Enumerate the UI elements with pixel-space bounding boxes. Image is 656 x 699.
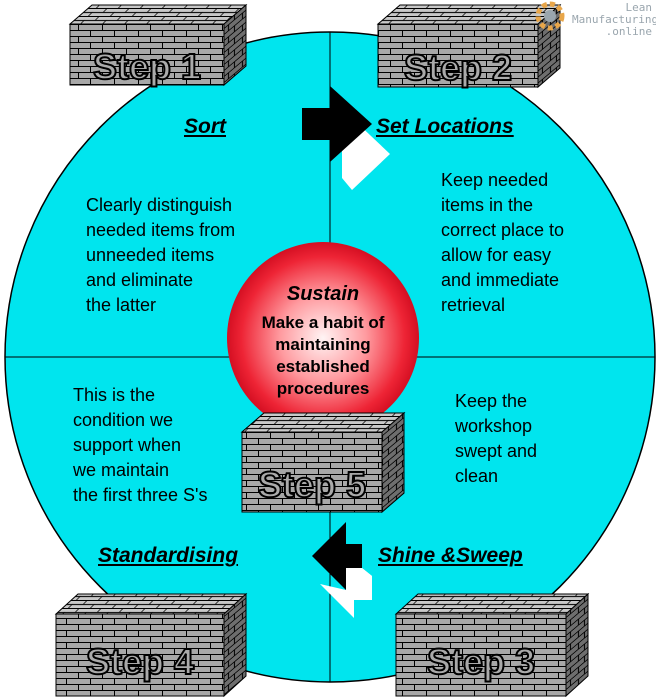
step-2-label: Step 2 (404, 47, 512, 88)
sort-line-2: needed items from (86, 220, 236, 240)
sustain-title: Sustain (286, 283, 360, 305)
set-locations-description: Keep needed items in the correct place t… (441, 168, 564, 318)
sustain-line-2: maintaining (275, 335, 371, 354)
standardising-line-4: we maintain (73, 460, 170, 480)
set-locations-line-5: and immediate (441, 270, 560, 290)
logo-text: Lean Manufacturing .online (572, 1, 656, 38)
sort-line-3: unneeded items (86, 245, 215, 265)
sort-line-5: the latter (86, 295, 157, 315)
step-1-block: Step 1 (68, 3, 248, 88)
standardising-description: This is the condition we support when we… (73, 383, 208, 508)
sustain-sphere (227, 242, 419, 434)
shine-sweep-line-4: clean (455, 466, 499, 486)
standardising-line-1: This is the (73, 385, 156, 405)
step-4-label: Step 4 (86, 641, 194, 682)
set-locations-line-4: allow for easy (441, 245, 552, 265)
shine-sweep-description: Keep the workshop swept and clean (455, 389, 537, 489)
sustain-line-1: Make a habit of (261, 313, 385, 332)
step-1-label: Step 1 (93, 46, 201, 87)
set-locations-heading: Set Locations (376, 115, 514, 138)
shine-sweep-line-3: swept and (455, 441, 538, 461)
sustain-line-3: established (276, 357, 370, 376)
sustain-block: Sustain Make a habit of maintaining esta… (238, 283, 408, 400)
set-locations-line-2: items in the (441, 195, 534, 215)
step-5-label: Step 5 (258, 464, 366, 505)
logo (528, 0, 656, 42)
sort-description: Clearly distinguish needed items from un… (86, 193, 235, 318)
sort-heading: Sort (184, 115, 226, 138)
shine-sweep-line-1: Keep the (455, 391, 528, 411)
standardising-line-3: support when (73, 435, 182, 455)
standardising-line-5: the first three S's (73, 485, 208, 505)
sustain-line-4: procedures (276, 379, 370, 398)
set-locations-line-6: retrieval (441, 295, 506, 315)
step-2-block: Step 2 (376, 3, 562, 89)
standardising-line-2: condition we (73, 410, 174, 430)
step-4-block: Step 4 (54, 592, 248, 698)
arrow-right-icon (302, 86, 390, 190)
sort-line-4: and eliminate (86, 270, 194, 290)
sort-line-1: Clearly distinguish (86, 195, 233, 215)
standardising-heading: Standardising (98, 544, 239, 567)
logo-line-3: .online (605, 25, 652, 38)
gear-icon (535, 1, 565, 31)
step-5-block: Step 5 (240, 411, 406, 514)
step-3-label: Step 3 (427, 641, 535, 682)
set-locations-line-3: correct place to (441, 220, 565, 240)
arrow-left-icon (312, 522, 372, 618)
shine-sweep-heading: Shine &Sweep (378, 544, 523, 567)
shine-sweep-line-2: workshop (455, 416, 533, 436)
logo-line-2: Manufacturing (572, 13, 656, 26)
logo-line-1: Lean (625, 1, 653, 14)
set-locations-line-1: Keep needed (441, 170, 549, 190)
step-3-block: Step 3 (394, 592, 590, 698)
